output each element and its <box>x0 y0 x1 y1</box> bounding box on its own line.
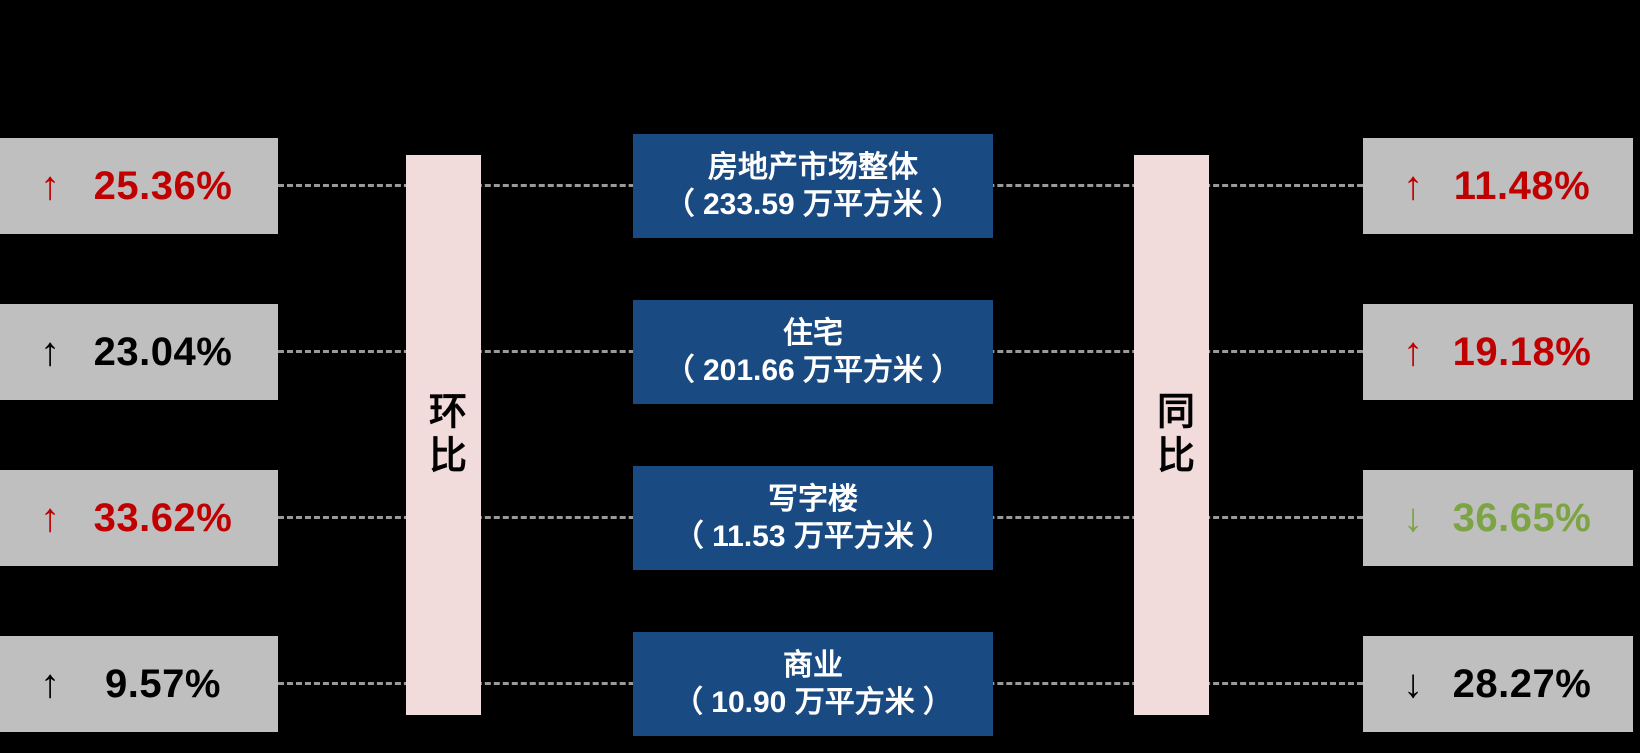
mom-change-value: 23.04% <box>93 329 233 374</box>
category-title: 商业 <box>783 648 843 682</box>
category-box-office: 写字楼 （ 11.53 万平方米 ） <box>633 466 993 570</box>
yoy-change-box: ↑ 19.18% <box>1363 304 1633 400</box>
yoy-change-value: 36.65% <box>1452 495 1592 540</box>
category-area: （ 201.66 万平方米 ） <box>664 354 962 387</box>
yoy-label: 同比 <box>1150 391 1193 479</box>
yoy-change-box: ↑ 11.48% <box>1363 138 1633 234</box>
category-area: （ 233.59 万平方米 ） <box>664 188 962 221</box>
mom-change-value: 9.57% <box>105 661 221 706</box>
yoy-change-value: 11.48% <box>1453 163 1591 208</box>
mom-change-box: ↑ 23.04% <box>0 304 278 400</box>
mom-change-box: ↑ 25.36% <box>0 138 278 234</box>
category-box-commercial: 商业 （ 10.90 万平方米 ） <box>633 632 993 736</box>
category-box-residential: 住宅 （ 201.66 万平方米 ） <box>633 300 993 404</box>
up-arrow-icon: ↑ <box>1403 330 1423 374</box>
mom-change-box: ↑ 9.57% <box>0 636 278 732</box>
category-title: 写字楼 <box>768 482 858 516</box>
mom-label: 环比 <box>422 391 465 479</box>
category-title: 房地产市场整体 <box>708 150 918 184</box>
yoy-change-box: ↓ 36.65% <box>1363 470 1633 566</box>
up-arrow-icon: ↑ <box>1403 164 1423 208</box>
category-area: （ 10.90 万平方米 ） <box>672 686 954 719</box>
category-box-overall-market: 房地产市场整体 （ 233.59 万平方米 ） <box>633 134 993 238</box>
up-arrow-icon: ↑ <box>40 330 60 374</box>
yoy-change-value: 28.27% <box>1452 661 1592 706</box>
yoy-label-bar: 同比 <box>1134 155 1209 715</box>
mom-change-box: ↑ 33.62% <box>0 470 278 566</box>
up-arrow-icon: ↑ <box>40 496 60 540</box>
mom-change-value: 25.36% <box>93 163 233 208</box>
yoy-change-value: 19.18% <box>1452 329 1592 374</box>
up-arrow-icon: ↑ <box>40 164 60 208</box>
mom-label-bar: 环比 <box>406 155 481 715</box>
category-title: 住宅 <box>783 316 843 350</box>
up-arrow-icon: ↑ <box>40 662 60 706</box>
yoy-change-box: ↓ 28.27% <box>1363 636 1633 732</box>
down-arrow-icon: ↓ <box>1403 496 1423 540</box>
mom-change-value: 33.62% <box>93 495 233 540</box>
category-area: （ 11.53 万平方米 ） <box>673 520 953 553</box>
down-arrow-icon: ↓ <box>1403 662 1423 706</box>
